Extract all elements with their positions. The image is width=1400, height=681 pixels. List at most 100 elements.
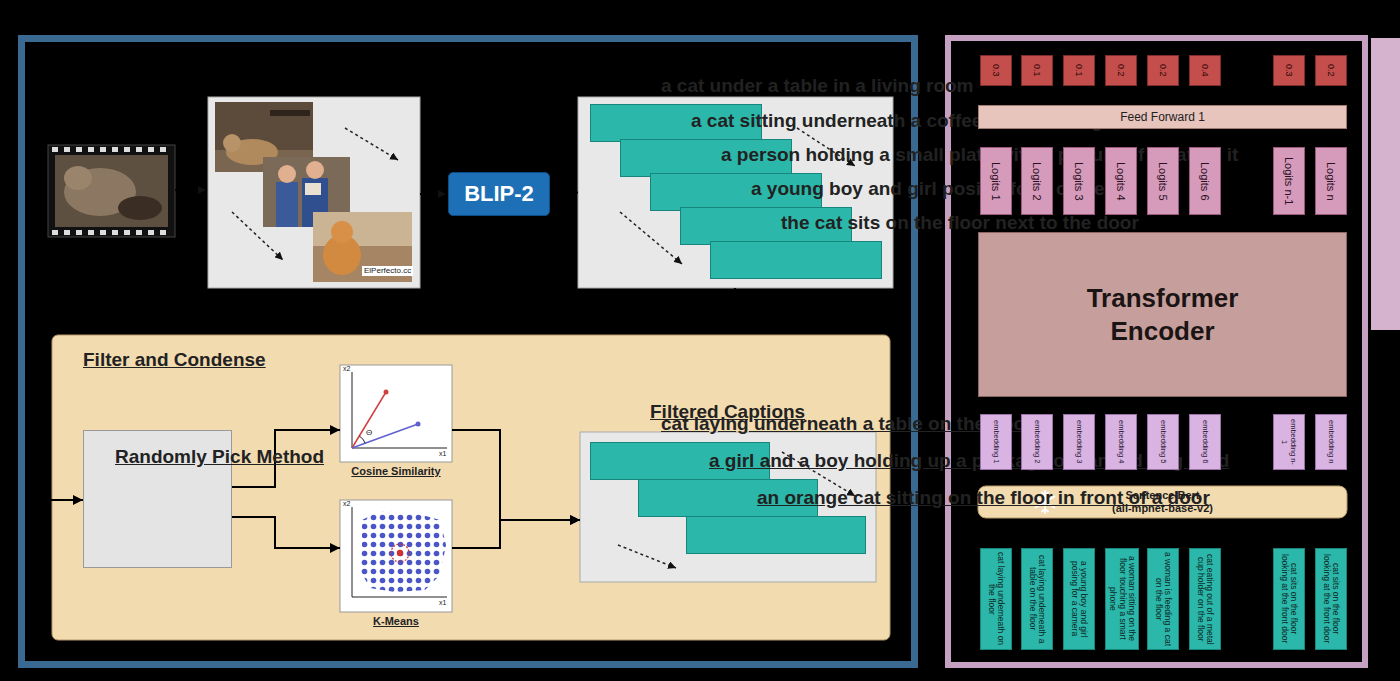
path-shape bbox=[359, 436, 365, 443]
rect-shape bbox=[124, 147, 130, 152]
node-text: Logits n-1 bbox=[1283, 157, 1295, 205]
ellipse-shape bbox=[118, 196, 162, 220]
rect-shape bbox=[340, 365, 452, 462]
rect-shape bbox=[136, 230, 142, 235]
node-text: (all-mpnet-base-v2) bbox=[1112, 502, 1213, 515]
model-box: BLIP-2 bbox=[448, 172, 550, 216]
ellipse-shape bbox=[64, 166, 92, 190]
node-text: Logits 1 bbox=[990, 162, 1002, 201]
node-text: a cat under a table in a living room bbox=[661, 74, 974, 97]
rect-shape bbox=[112, 230, 118, 235]
node-text: embedding 4 bbox=[1117, 420, 1126, 463]
node-text: embedding 3 bbox=[1075, 420, 1084, 463]
caption-group: a cat under a table in a living rooma ca… bbox=[578, 97, 893, 288]
input-caption: cat laying underneath a table on the flo… bbox=[1021, 548, 1053, 650]
embedding-box: embedding n-1 bbox=[1273, 414, 1305, 470]
plot-box: Cosine Similarity bbox=[340, 365, 452, 462]
rect-shape bbox=[313, 212, 412, 246]
rect-shape bbox=[88, 147, 94, 152]
rect-shape bbox=[88, 230, 94, 235]
kmeans-plot bbox=[340, 500, 452, 612]
input-caption: a woman sitting on the floor touching a … bbox=[1105, 548, 1139, 650]
dotted-arrow bbox=[345, 128, 398, 160]
dotted-arrow bbox=[618, 545, 676, 568]
node-text: cat eating out of a metal cup holder on … bbox=[1196, 551, 1215, 647]
embedding-box: embedding 3 bbox=[1063, 414, 1095, 470]
axis-label: x2 bbox=[343, 365, 350, 372]
rect-shape bbox=[124, 230, 130, 235]
rect-shape bbox=[100, 147, 106, 152]
flow-connector bbox=[452, 430, 580, 520]
right-frame bbox=[948, 38, 1365, 665]
input-caption: a young boy and girl posing for a camera bbox=[1063, 548, 1095, 650]
rect-shape bbox=[270, 110, 310, 116]
embedding-box: embedding n bbox=[1315, 414, 1347, 470]
node-text: Transformer Encoder bbox=[1074, 282, 1251, 347]
input-caption: cat laying underneath on the floor bbox=[980, 548, 1012, 650]
logit-box: Logits 4 bbox=[1105, 147, 1137, 215]
embedding-box: embedding 5 bbox=[1147, 414, 1179, 470]
line-shape bbox=[352, 448, 447, 449]
embedding-box: embedding 2 bbox=[1021, 414, 1053, 470]
circle-shape bbox=[384, 390, 389, 395]
node-text: embedding 2 bbox=[1033, 420, 1042, 463]
plot-box: K-Means bbox=[340, 500, 452, 612]
logit-box: Logits 2 bbox=[1021, 147, 1053, 215]
node-text: a woman sitting on the floor touching a … bbox=[1108, 551, 1136, 647]
rect-shape bbox=[208, 97, 420, 288]
left-frame bbox=[22, 39, 915, 665]
node-text: 0.3 bbox=[991, 64, 1001, 77]
embedding-box: embedding 1 bbox=[980, 414, 1012, 470]
node-text: 0.4 bbox=[1200, 64, 1210, 77]
node-text: a woman is feeding a cat on the floor bbox=[1154, 551, 1173, 647]
node-text: cat laying underneath a table on the flo… bbox=[661, 412, 1033, 435]
rect-shape bbox=[148, 230, 154, 235]
dotted-arrow bbox=[620, 212, 682, 264]
g-shape bbox=[52, 147, 166, 235]
node-text: 0.1 bbox=[1032, 64, 1042, 77]
node-text: Logits 6 bbox=[1199, 162, 1211, 201]
rect-shape bbox=[340, 500, 452, 612]
logit-box: Logits 5 bbox=[1147, 147, 1179, 215]
line-shape bbox=[352, 372, 353, 448]
output-score: 0.1 bbox=[1021, 55, 1053, 86]
line-shape bbox=[352, 597, 447, 598]
node-text: 0.2 bbox=[1326, 64, 1336, 77]
axis-label: x1 bbox=[439, 450, 446, 457]
node-text: Cosine Similarity bbox=[330, 465, 462, 477]
encoder-box: Transformer Encoder bbox=[978, 232, 1347, 397]
embedding-box: embedding 4 bbox=[1105, 414, 1137, 470]
output-score: 0.2 bbox=[1315, 55, 1347, 86]
output-score: 0.3 bbox=[1273, 55, 1305, 86]
logit-box: Logits 1 bbox=[980, 147, 1012, 215]
flow-arrow bbox=[420, 193, 446, 195]
flow-arrow bbox=[175, 189, 206, 191]
output-score: 0.2 bbox=[1147, 55, 1179, 86]
rect-shape bbox=[64, 230, 70, 235]
node-text: embedding 6 bbox=[1201, 420, 1210, 463]
circle-shape bbox=[397, 550, 403, 556]
logit-box: Logits n bbox=[1315, 147, 1347, 215]
node-text: 0.1 bbox=[1074, 64, 1084, 77]
logit-box: Logits 3 bbox=[1063, 147, 1095, 215]
node-text: Filter and Condense bbox=[83, 349, 266, 371]
circle-shape bbox=[391, 544, 409, 562]
circle-shape bbox=[306, 161, 324, 179]
node-text: embedding n bbox=[1327, 420, 1336, 463]
output-score: 0.1 bbox=[1063, 55, 1095, 86]
output-score: 0.2 bbox=[1105, 55, 1137, 86]
output-score: 0.4 bbox=[1189, 55, 1221, 86]
rect-shape bbox=[76, 147, 82, 152]
node-text: Logits n bbox=[1325, 162, 1337, 201]
node-text: 0.3 bbox=[1284, 64, 1294, 77]
logit-box: Logits n-1 bbox=[1273, 147, 1305, 215]
rect-shape bbox=[305, 183, 321, 195]
node-text: Feed Forward 1 bbox=[1120, 110, 1205, 124]
input-caption: cat eating out of a metal cup holder on … bbox=[1189, 548, 1221, 650]
stage-panel: Filter and CondenseRandomly Pick MethodC… bbox=[52, 335, 890, 640]
logit-box: Logits 6 bbox=[1189, 147, 1221, 215]
rect-shape bbox=[64, 147, 70, 152]
caption-group: Filtered Captionscat laying underneath a… bbox=[580, 432, 876, 582]
node-text: Logits 3 bbox=[1073, 162, 1085, 201]
